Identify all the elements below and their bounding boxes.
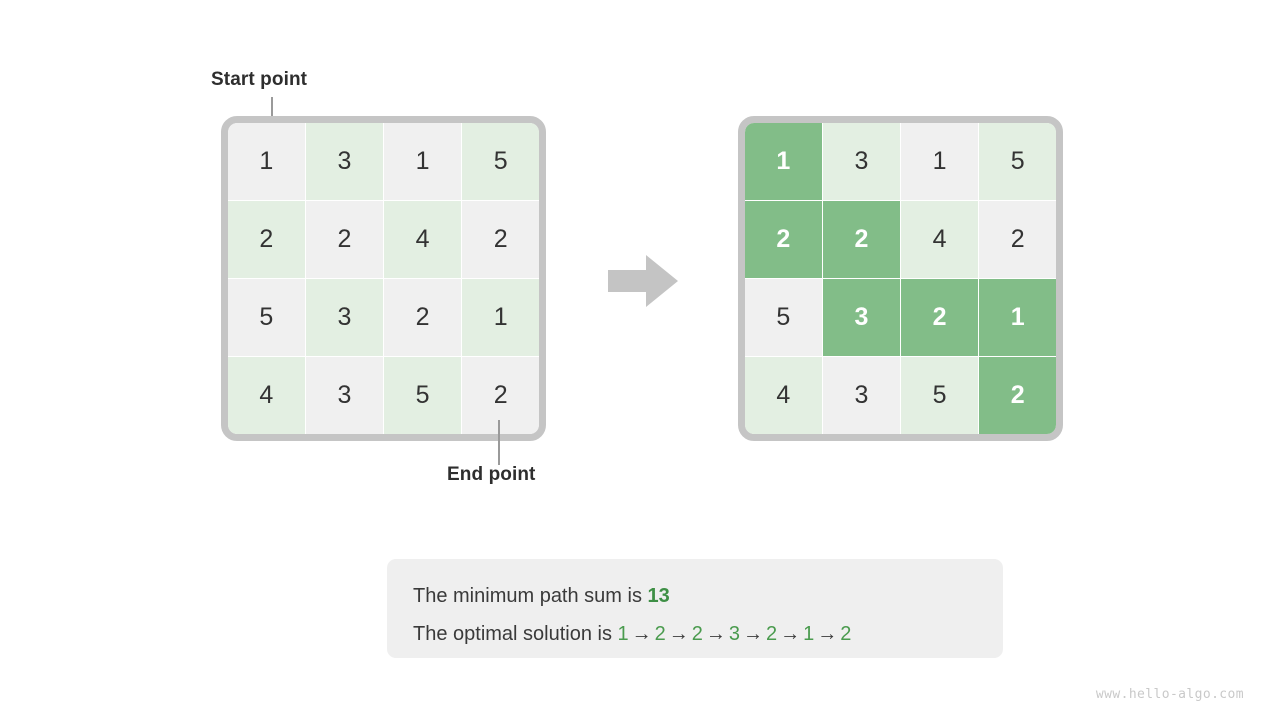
caption-line-optimal-path: The optimal solution is 1→2→2→3→2→1→2 <box>413 615 1003 653</box>
solution-grid-cell-3-1: 3 <box>823 357 900 434</box>
solution-grid-cell-0-0: 1 <box>745 123 822 200</box>
right-arrow-icon <box>608 253 678 309</box>
input-grid-cell-1-3: 2 <box>462 201 539 278</box>
end-point-label: End point <box>447 464 536 485</box>
start-point-label: Start point <box>211 69 308 90</box>
solution-grid-cell-3-3: 2 <box>979 357 1056 434</box>
path-step-value: 2 <box>654 623 666 645</box>
solution-grid-cell-0-1: 3 <box>823 123 900 200</box>
caption-optimal-prefix: The optimal solution is <box>413 623 618 645</box>
caption-optimal-path-sequence: 1→2→2→3→2→1→2 <box>618 623 852 645</box>
solution-grid-cell-1-1: 2 <box>823 201 900 278</box>
solution-grid-cell-3-2: 5 <box>901 357 978 434</box>
solution-grid-cell-1-3: 2 <box>979 201 1056 278</box>
input-grid-cell-2-1: 3 <box>306 279 383 356</box>
path-arrow-icon: → <box>668 623 689 645</box>
input-grid-cell-3-0: 4 <box>228 357 305 434</box>
path-step-value: 2 <box>840 623 852 645</box>
site-watermark: www.hello-algo.com <box>1095 687 1244 702</box>
input-grid-cell-1-1: 2 <box>306 201 383 278</box>
path-step-value: 2 <box>691 623 703 645</box>
input-grid-cell-0-3: 5 <box>462 123 539 200</box>
path-arrow-icon: → <box>631 623 652 645</box>
input-grid-cell-1-2: 4 <box>384 201 461 278</box>
path-step-value: 2 <box>766 623 778 645</box>
path-arrow-icon: → <box>780 623 801 645</box>
solution-grid-cell-0-2: 1 <box>901 123 978 200</box>
solution-grid-cell-2-3: 1 <box>979 279 1056 356</box>
path-step-value: 1 <box>803 623 815 645</box>
solution-grid-cell-1-0: 2 <box>745 201 822 278</box>
path-arrow-icon: → <box>817 623 838 645</box>
solution-grid-cell-3-0: 4 <box>745 357 822 434</box>
input-grid-cell-0-1: 3 <box>306 123 383 200</box>
end-point-leader-line <box>498 420 500 465</box>
solution-grid-cell-2-1: 3 <box>823 279 900 356</box>
input-grid-cell-3-2: 5 <box>384 357 461 434</box>
input-grid-cell-2-3: 1 <box>462 279 539 356</box>
path-step-value: 1 <box>617 623 629 645</box>
path-step-value: 3 <box>728 623 741 645</box>
caption-min-sum-value: 13 <box>647 585 670 607</box>
solution-grid-cell-2-2: 2 <box>901 279 978 356</box>
path-arrow-icon: → <box>705 623 726 645</box>
input-grid-cell-1-0: 2 <box>228 201 305 278</box>
solution-grid-cell-0-3: 5 <box>979 123 1056 200</box>
caption-box: The minimum path sum is 13 The optimal s… <box>387 559 1003 658</box>
caption-min-sum-prefix: The minimum path sum is <box>413 585 648 607</box>
input-grid-cell-3-3: 2 <box>462 357 539 434</box>
input-grid-cell-3-1: 3 <box>306 357 383 434</box>
solution-grid-cell-1-2: 4 <box>901 201 978 278</box>
solution-grid-cell-2-0: 5 <box>745 279 822 356</box>
input-grid-cell-0-0: 1 <box>228 123 305 200</box>
input-grid-cell-0-2: 1 <box>384 123 461 200</box>
caption-line-min-sum: The minimum path sum is 13 <box>413 577 1003 615</box>
path-arrow-icon: → <box>743 623 764 645</box>
input-grid-cell-2-2: 2 <box>384 279 461 356</box>
input-grid-cell-2-0: 5 <box>228 279 305 356</box>
